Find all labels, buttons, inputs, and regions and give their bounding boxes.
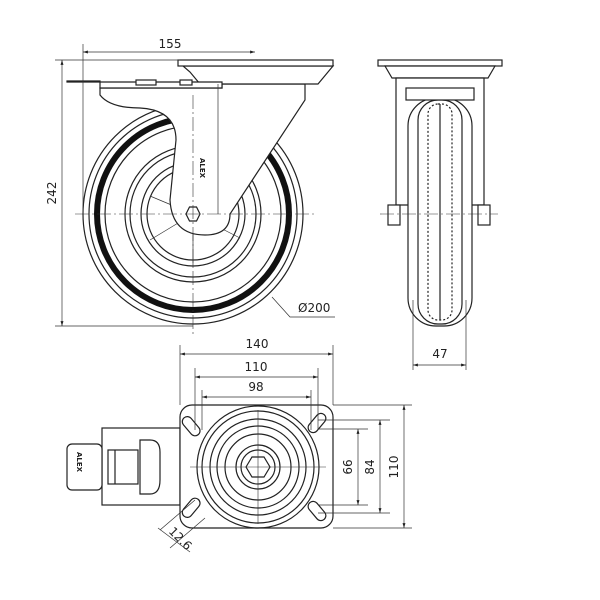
dim-plate-width-110: 110 (387, 456, 401, 479)
top-view: ALEX 140 110 98 66 (66, 337, 412, 553)
dim-plate-length-140: 140 (246, 337, 269, 351)
dim-hole-spacing-66: 66 (341, 459, 355, 474)
dim-hole-spacing-84: 84 (363, 459, 377, 474)
dim-hole-spacing-110: 110 (245, 360, 268, 374)
front-view: 47 (377, 59, 503, 370)
dim-slot-width-12-6: 12.6 (166, 524, 195, 553)
side-view: ALEX 155 242 Ø200 (45, 37, 335, 335)
dim-hole-spacing-98: 98 (248, 380, 263, 394)
dim-height-242: 242 (45, 182, 59, 205)
dim-diameter-200: Ø200 (298, 301, 330, 315)
fork-brand-logo: ALEX (198, 158, 206, 179)
dim-wheel-width-47: 47 (432, 347, 447, 361)
brake-brand-logo: ALEX (75, 452, 83, 473)
dim-width-155: 155 (159, 37, 182, 51)
